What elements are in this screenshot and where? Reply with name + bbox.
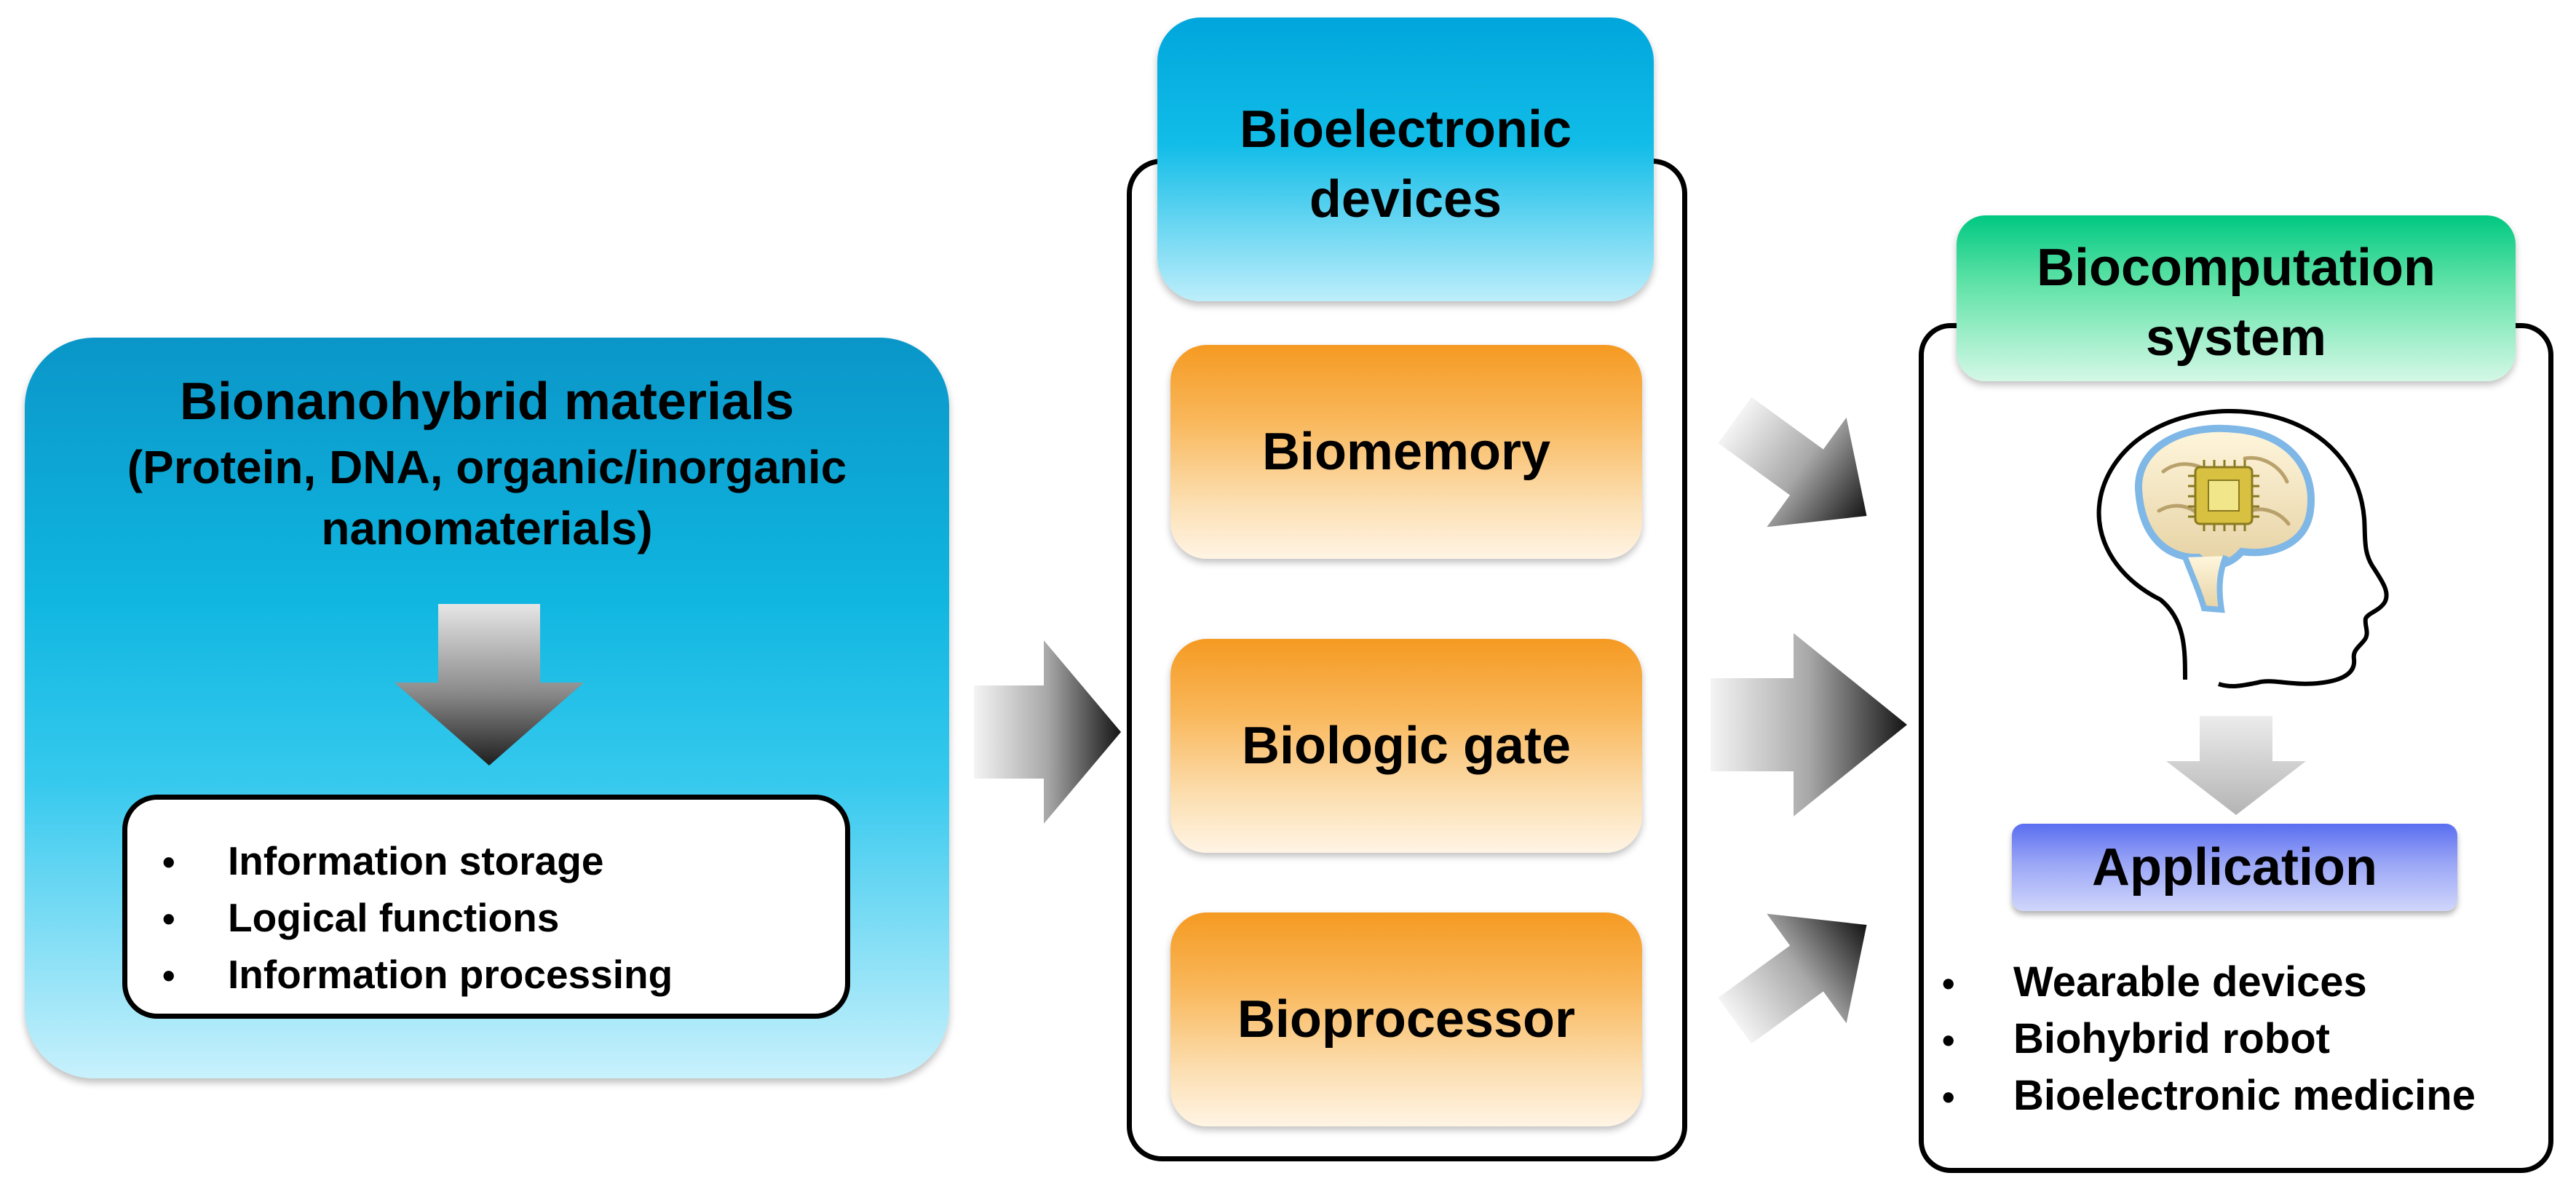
diagonal-arrow-icon [1718, 913, 1867, 1044]
application-label: Application [2012, 824, 2457, 911]
list-item: •Logical functions [162, 895, 560, 940]
bioelectronic-devices-header: Bioelectronic devices [1157, 17, 1654, 301]
biomemory-box: Biomemory [1170, 345, 1642, 559]
list-item: •Information storage [162, 838, 604, 883]
diagonal-arrow-icon [1718, 397, 1867, 528]
function-list: •Information storage •Logical functions … [122, 795, 850, 1019]
list-item: •Bioelectronic medicine [1942, 1072, 2476, 1119]
biologic-gate-box: Biologic gate [1170, 639, 1642, 853]
list-item: •Biohybrid robot [1942, 1015, 2330, 1062]
biocomputation-system-header: Biocomputation system [1957, 215, 2516, 381]
bionanohybrid-subtitle: (Protein, DNA, organic/inorganic nanomat… [25, 437, 949, 559]
list-item: •Information processing [162, 952, 673, 997]
bionanohybrid-title: Bionanohybrid materials [179, 373, 795, 431]
right-arrow-icon [974, 640, 1121, 824]
application-list: •Wearable devices •Biohybrid robot •Bioe… [1942, 955, 2553, 1125]
right-arrow-icon [1711, 633, 1907, 816]
down-arrow-icon [2166, 716, 2306, 815]
bioprocessor-box: Bioprocessor [1170, 912, 1642, 1126]
subtitle-line-1: (Protein, DNA, organic/inorganic [127, 441, 847, 493]
chip-icon [2188, 460, 2259, 531]
down-arrow-icon [395, 604, 584, 766]
list-item: •Wearable devices [1942, 958, 2367, 1006]
subtitle-line-2: nanomaterials) [321, 502, 653, 554]
brain-head-icon [2096, 408, 2389, 689]
